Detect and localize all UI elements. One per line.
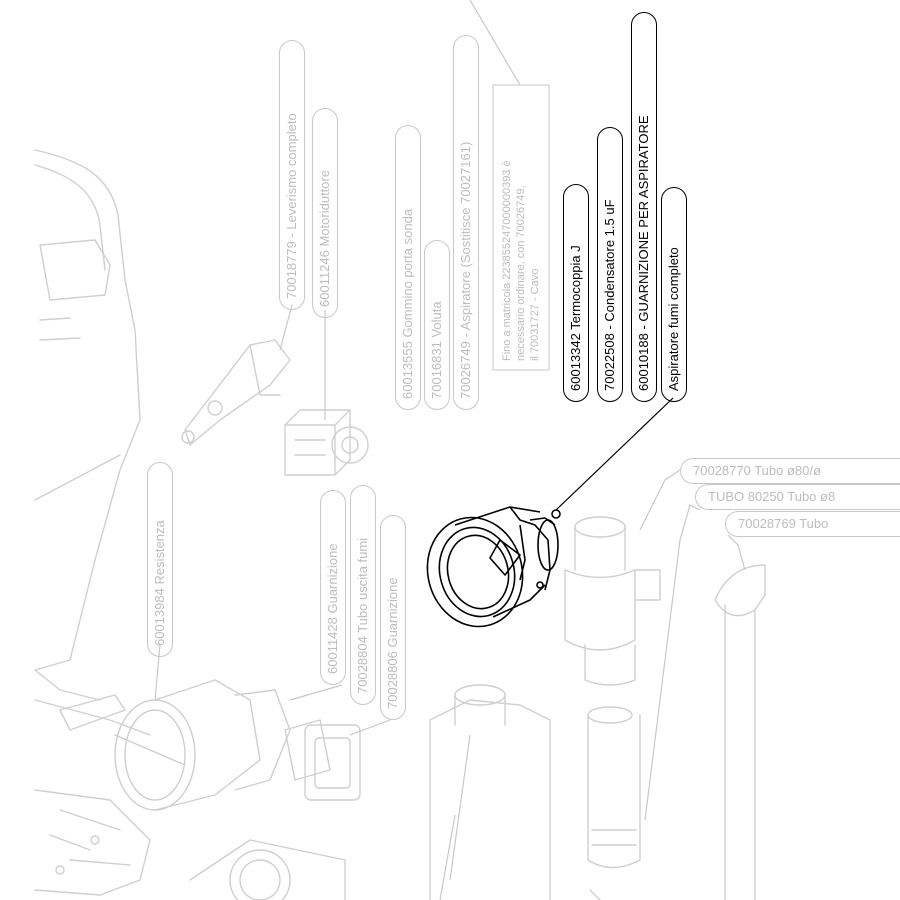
callout-thermocouple[interactable]: 60013342 Termocoppia J — [563, 184, 589, 402]
leader-lines — [154, 0, 746, 900]
note-text: Fino a matricola 223855247000000393 è ne… — [496, 87, 546, 367]
callout-resistance: 60013984 Resistenza — [147, 462, 173, 657]
stove-body-drawing — [34, 149, 151, 896]
tube-assembly-drawing — [564, 516, 661, 869]
callout-volute: 70016831 Voluta — [424, 240, 450, 410]
aspirator-drawing — [426, 506, 561, 628]
note-box — [492, 84, 550, 371]
note-line-2: necessario ordinare, con 70026749, — [515, 185, 527, 361]
callout-aspirator-complete[interactable]: Aspiratore fumi completo — [661, 187, 687, 402]
callout-gasket-1: 60011428 Guarnizione — [320, 490, 346, 685]
gear-motor-drawing — [284, 409, 369, 476]
elbow-tube-drawing — [714, 564, 766, 900]
callout-aspirator-replaced: 70026749 - Aspiratore (Sostitisce 700271… — [453, 35, 479, 410]
bottom-components-drawing — [189, 684, 601, 900]
callout-capacitor[interactable]: 70022508 - Condensatore 1.5 uF — [597, 127, 623, 402]
lever-mechanism-drawing — [181, 339, 291, 446]
aspirator-leaders — [555, 397, 674, 511]
callout-lever-mechanism: 70018779 - Leverismo completo — [279, 40, 305, 310]
callout-tube-3: 70028769 Tubo — [725, 511, 900, 537]
callout-probe-grommet: 60013555 Gommino porta sonda — [395, 125, 421, 410]
note-line-1: Fino a matricola 223855247000000393 è — [501, 160, 513, 361]
flue-outlet-drawing — [59, 679, 361, 811]
callout-gasket-2: 70028806 Guarnizione — [380, 515, 406, 720]
callout-tube-80: 70028770 Tubo ø80/ø — [680, 458, 900, 484]
note-line-3: il 70031727 - Cavo — [529, 268, 541, 361]
callout-aspirator-gasket[interactable]: 60010188 - GUARNIZIONE PER ASPIRATORE — [631, 12, 657, 402]
callout-tube-80250: TUBO 80250 Tubo ø8 — [695, 484, 900, 510]
callout-flue-pipe: 70028804 Tubo uscita fumi — [350, 485, 376, 705]
callout-tube-80250-text: TUBO 80250 Tubo ø8 — [708, 489, 836, 504]
callout-gear-motor: 60011246 Motoriduttore — [312, 108, 338, 318]
callout-tube-80-text: 70028770 Tubo ø80/ø — [693, 463, 821, 478]
callout-tube-3-text: 70028769 Tubo — [738, 516, 829, 531]
